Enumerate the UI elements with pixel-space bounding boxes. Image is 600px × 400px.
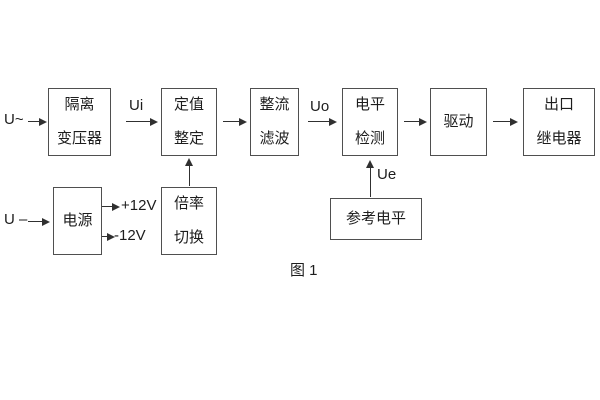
arrow-up-icon-ratio-to-setting <box>185 158 193 186</box>
block-power-supply: 电源 <box>53 187 102 255</box>
block-label: 检测 <box>354 130 385 147</box>
arrow-up-icon-reference-to-level <box>366 160 374 197</box>
label-ue-signal: Ue <box>377 166 397 183</box>
block-label: 驱动 <box>443 113 474 130</box>
arrow-right-icon-setting-to-rectify <box>223 117 247 126</box>
block-label: 整定 <box>173 130 204 147</box>
block-label: 定值 <box>173 96 204 113</box>
arrow-right-icon-power-minus12v <box>102 232 115 241</box>
arrow-right-icon-driver-to-relay <box>493 117 518 126</box>
label-plus-12v: +12V <box>121 197 157 214</box>
block-value-setting: 定值 整定 <box>161 88 217 156</box>
label-uo-signal: Uo <box>310 98 330 115</box>
block-rectify-filter: 整流 滤波 <box>250 88 299 156</box>
figure-caption: 图 1 <box>290 262 318 279</box>
block-label: 电源 <box>62 212 93 229</box>
block-label: 变压器 <box>56 130 102 147</box>
label-ui-signal: Ui <box>129 97 144 114</box>
block-label: 继电器 <box>536 130 582 147</box>
block-level-detection: 电平 检测 <box>342 88 398 156</box>
block-label: 参考电平 <box>345 210 406 227</box>
block-isolation-transformer: 隔离 变压器 <box>48 88 111 156</box>
block-label: 出口 <box>543 96 574 113</box>
arrow-right-icon-ac-input-to-isolation <box>28 117 47 126</box>
label-dc-input-u: U – <box>4 211 28 228</box>
label-ac-input-u: U~ <box>4 111 24 128</box>
block-label: 隔离 <box>64 96 95 113</box>
arrow-right-icon-rectify-to-level <box>308 117 337 126</box>
block-label: 切换 <box>173 229 204 246</box>
block-label: 滤波 <box>259 130 290 147</box>
block-label: 倍率 <box>173 195 204 212</box>
arrow-right-icon-level-to-driver <box>404 117 427 126</box>
label-minus-12v: -12V <box>114 227 146 244</box>
block-output-relay: 出口 继电器 <box>523 88 595 156</box>
block-label: 电平 <box>354 96 385 113</box>
arrow-right-icon-dc-input-to-power <box>28 217 50 226</box>
block-label: 整流 <box>259 96 290 113</box>
block-reference-level: 参考电平 <box>330 198 422 240</box>
arrow-right-icon-isolation-to-setting <box>126 117 158 126</box>
block-driver: 驱动 <box>430 88 487 156</box>
block-ratio-switch: 倍率 切换 <box>161 187 217 255</box>
arrow-right-icon-power-plus12v <box>102 202 120 211</box>
